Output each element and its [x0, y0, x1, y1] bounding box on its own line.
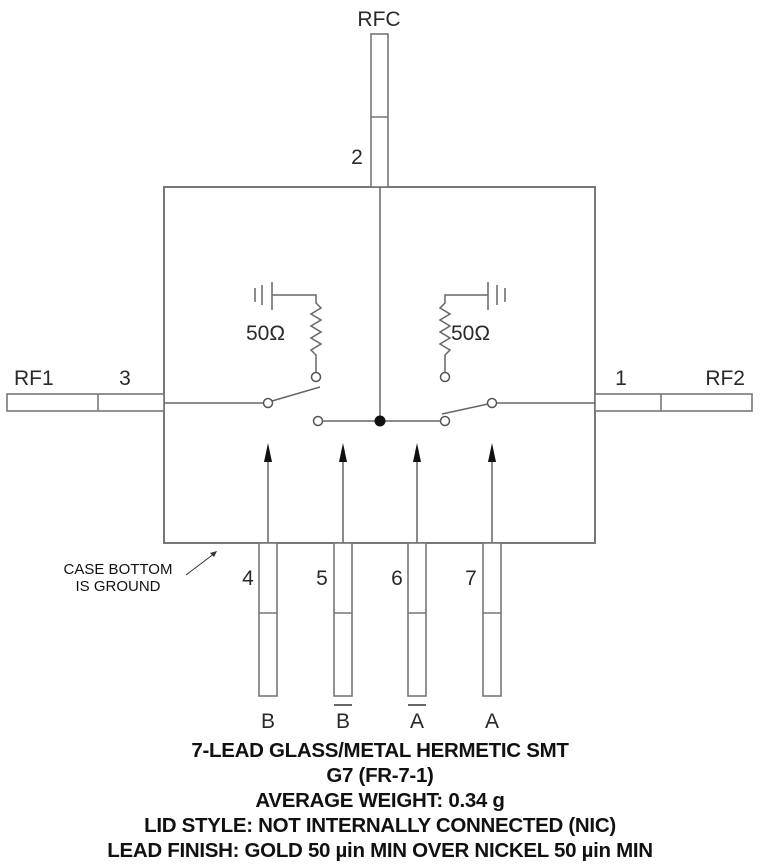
- case-note-line1: CASE BOTTOM: [64, 561, 173, 578]
- lead-rf2: [594, 393, 753, 412]
- resistor-label-left: 50Ω: [246, 322, 285, 345]
- pin-number-2: 2: [351, 146, 363, 169]
- termination-left: [254, 282, 323, 372]
- switch-schematic: RFC 2 RF1 3 1 RF2 50Ω: [6, 8, 753, 733]
- pin-number-4: 4: [242, 567, 254, 590]
- junction-dot: [374, 415, 386, 427]
- lead-pin-6: [407, 542, 427, 697]
- switch-right: [439, 371, 498, 427]
- ground-icon: [254, 282, 273, 310]
- control-label-a: A: [485, 710, 499, 733]
- control-arrows: [264, 443, 496, 543]
- package-code: G7 (FR-7-1): [326, 764, 434, 787]
- resistor-label-right: 50Ω: [451, 322, 490, 345]
- ground-icon: [487, 282, 506, 310]
- package-type: 7-LEAD GLASS/METAL HERMETIC SMT: [191, 739, 569, 762]
- lead-pin-5: [333, 542, 353, 697]
- pin-number-6: 6: [391, 567, 403, 590]
- control-label-a-bar: A: [410, 710, 424, 733]
- pin-number-5: 5: [316, 567, 328, 590]
- control-label-b-bar: B: [336, 710, 350, 733]
- pin-number-7: 7: [465, 567, 477, 590]
- case-note-line2: IS GROUND: [75, 578, 160, 595]
- lead-rf1: [6, 393, 165, 412]
- pin-number-1: 1: [615, 367, 627, 390]
- average-weight: AVERAGE WEIGHT: 0.34 g: [255, 789, 505, 812]
- pin-label-rf2: RF2: [705, 367, 745, 390]
- pin-label-rf1: RF1: [14, 367, 54, 390]
- lid-style: LID STYLE: NOT INTERNALLY CONNECTED (NIC…: [144, 814, 616, 837]
- case-note-arrow: [185, 552, 216, 576]
- package-info: 7-LEAD GLASS/METAL HERMETIC SMT G7 (FR-7…: [0, 738, 760, 863]
- lead-pin-7: [482, 542, 502, 697]
- switch-left: [262, 371, 324, 427]
- lead-rfc: [370, 33, 389, 188]
- pin-number-3: 3: [119, 367, 131, 390]
- pin-label-rfc: RFC: [357, 8, 400, 31]
- control-label-b: B: [261, 710, 275, 733]
- lead-pin-4: [258, 542, 278, 697]
- lead-finish: LEAD FINISH: GOLD 50 µin MIN OVER NICKEL…: [107, 839, 653, 862]
- termination-right: [438, 282, 506, 372]
